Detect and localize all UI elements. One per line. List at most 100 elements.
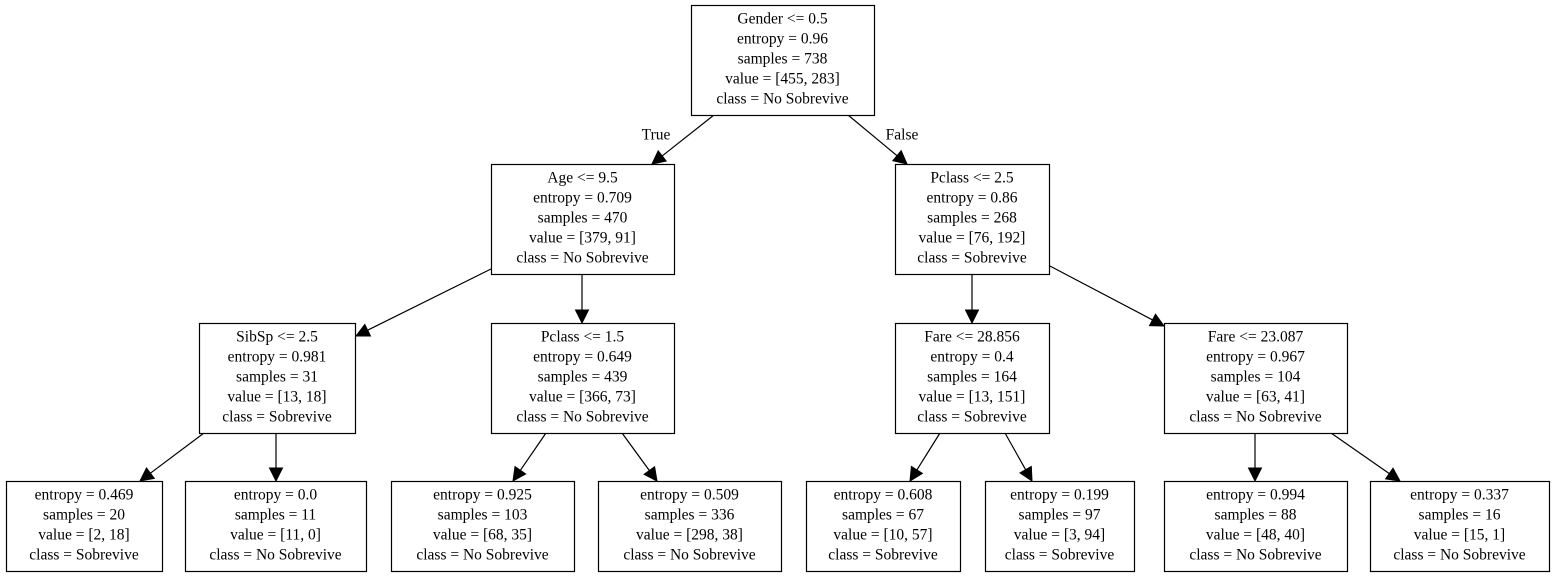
leaf-node-n12: entropy = 0.199 samples = 97 value = [3, 9… — [984, 480, 1136, 573]
nodes-layer: Gender <= 0.5 entropy = 0.96 samples = 738… — [5, 4, 1551, 573]
arrowhead-icon — [1247, 467, 1263, 483]
node-line: samples = 104 — [1211, 369, 1301, 386]
edge-line — [519, 432, 547, 471]
edge-line — [150, 432, 205, 474]
node-line: Gender <= 0.5 — [737, 11, 827, 28]
node-line: entropy = 0.994 — [1206, 487, 1305, 504]
node-line: samples = 103 — [438, 507, 528, 524]
arrowhead-icon — [964, 309, 980, 325]
edge-n2-n5 — [964, 274, 980, 325]
node-line: value = [13, 18] — [227, 389, 326, 406]
node-box — [894, 163, 1051, 276]
edge-line — [661, 114, 715, 157]
node-line: class = Sobrevive — [1005, 547, 1115, 564]
node-line: entropy = 0.0 — [234, 487, 317, 504]
node-line: Fare <= 23.087 — [1208, 329, 1304, 346]
edge-n4-n10 — [621, 432, 658, 482]
edge-n2-n6 — [1047, 264, 1165, 327]
node-line: samples = 88 — [1215, 507, 1297, 524]
node-line: Age <= 9.5 — [547, 170, 618, 187]
node-line: class = No Sobrevive — [516, 250, 648, 267]
arrowhead-icon — [1019, 465, 1033, 482]
node-line: entropy = 0.608 — [834, 487, 933, 504]
node-line: value = [11, 0] — [230, 527, 321, 544]
edge-n6-n13 — [1247, 433, 1263, 483]
node-line: entropy = 0.199 — [1010, 487, 1109, 504]
node-line: value = [13, 151] — [919, 389, 1026, 406]
node-line: value = [48, 40] — [1206, 527, 1305, 544]
node-line: value = [455, 283] — [725, 71, 840, 88]
node-line: class = Sobrevive — [917, 409, 1027, 426]
arrowhead-icon — [512, 465, 527, 482]
arrowhead-icon — [1384, 467, 1401, 482]
edges-layer: True False — [139, 114, 1401, 483]
node-box — [597, 480, 783, 573]
node-line: value = [3, 94] — [1014, 527, 1105, 544]
node-box — [198, 322, 357, 435]
node-line: samples = 16 — [1419, 507, 1501, 524]
node-line: class = No Sobrevive — [716, 91, 848, 108]
node-box — [1369, 480, 1551, 573]
node-box — [1163, 480, 1349, 573]
arrowhead-icon — [1148, 313, 1165, 327]
node-box — [894, 322, 1051, 435]
node-line: Pclass <= 2.5 — [930, 170, 1014, 187]
edge-line — [1330, 432, 1390, 475]
arrowhead-icon — [139, 467, 156, 482]
node-line: value = [379, 91] — [529, 230, 636, 247]
node-line: entropy = 0.337 — [1410, 487, 1509, 504]
node-line: entropy = 0.96 — [737, 31, 828, 48]
node-line: class = Sobrevive — [222, 409, 332, 426]
edge-n0-n2: False — [847, 114, 919, 165]
node-line: class = No Sobrevive — [1189, 409, 1321, 426]
edge-line — [1047, 264, 1153, 321]
edge-n5-n12 — [1004, 432, 1033, 482]
edge-label-false: False — [886, 127, 919, 144]
node-line: value = [10, 57] — [833, 527, 932, 544]
node-box — [690, 4, 876, 117]
node-line: entropy = 0.981 — [228, 349, 327, 366]
arrowhead-icon — [651, 149, 668, 165]
node-line: entropy = 0.925 — [433, 487, 532, 504]
node-line: Fare <= 28.856 — [924, 329, 1020, 346]
split-node-n0: Gender <= 0.5 entropy = 0.96 samples = 738… — [690, 4, 876, 117]
edge-n0-n1: True — [642, 114, 715, 165]
node-line: samples = 97 — [1019, 507, 1101, 524]
leaf-node-n13: entropy = 0.994 samples = 88 value = [48, … — [1163, 480, 1349, 573]
node-line: samples = 738 — [738, 51, 828, 68]
node-line: Pclass <= 1.5 — [541, 329, 625, 346]
edge-line — [847, 114, 898, 157]
node-box — [984, 480, 1136, 573]
edge-line — [1004, 432, 1027, 470]
arrowhead-icon — [909, 465, 924, 482]
node-line: entropy = 0.649 — [533, 349, 632, 366]
node-line: samples = 164 — [927, 369, 1017, 386]
node-line: SibSp <= 2.5 — [236, 329, 318, 346]
node-line: class = No Sobrevive — [1189, 547, 1321, 564]
node-line: class = No Sobrevive — [516, 409, 648, 426]
node-line: class = Sobrevive — [29, 547, 139, 564]
edge-n1-n3 — [354, 267, 494, 337]
edge-line — [621, 432, 650, 471]
node-line: entropy = 0.509 — [640, 487, 739, 504]
node-line: samples = 336 — [645, 507, 735, 524]
node-line: entropy = 0.967 — [1206, 349, 1305, 366]
node-line: class = No Sobrevive — [416, 547, 548, 564]
node-line: class = No Sobrevive — [1393, 547, 1525, 564]
node-box — [184, 480, 368, 573]
node-box — [1163, 322, 1349, 435]
edge-line — [916, 432, 941, 471]
node-line: class = No Sobrevive — [209, 547, 341, 564]
arrowhead-icon — [354, 323, 372, 337]
